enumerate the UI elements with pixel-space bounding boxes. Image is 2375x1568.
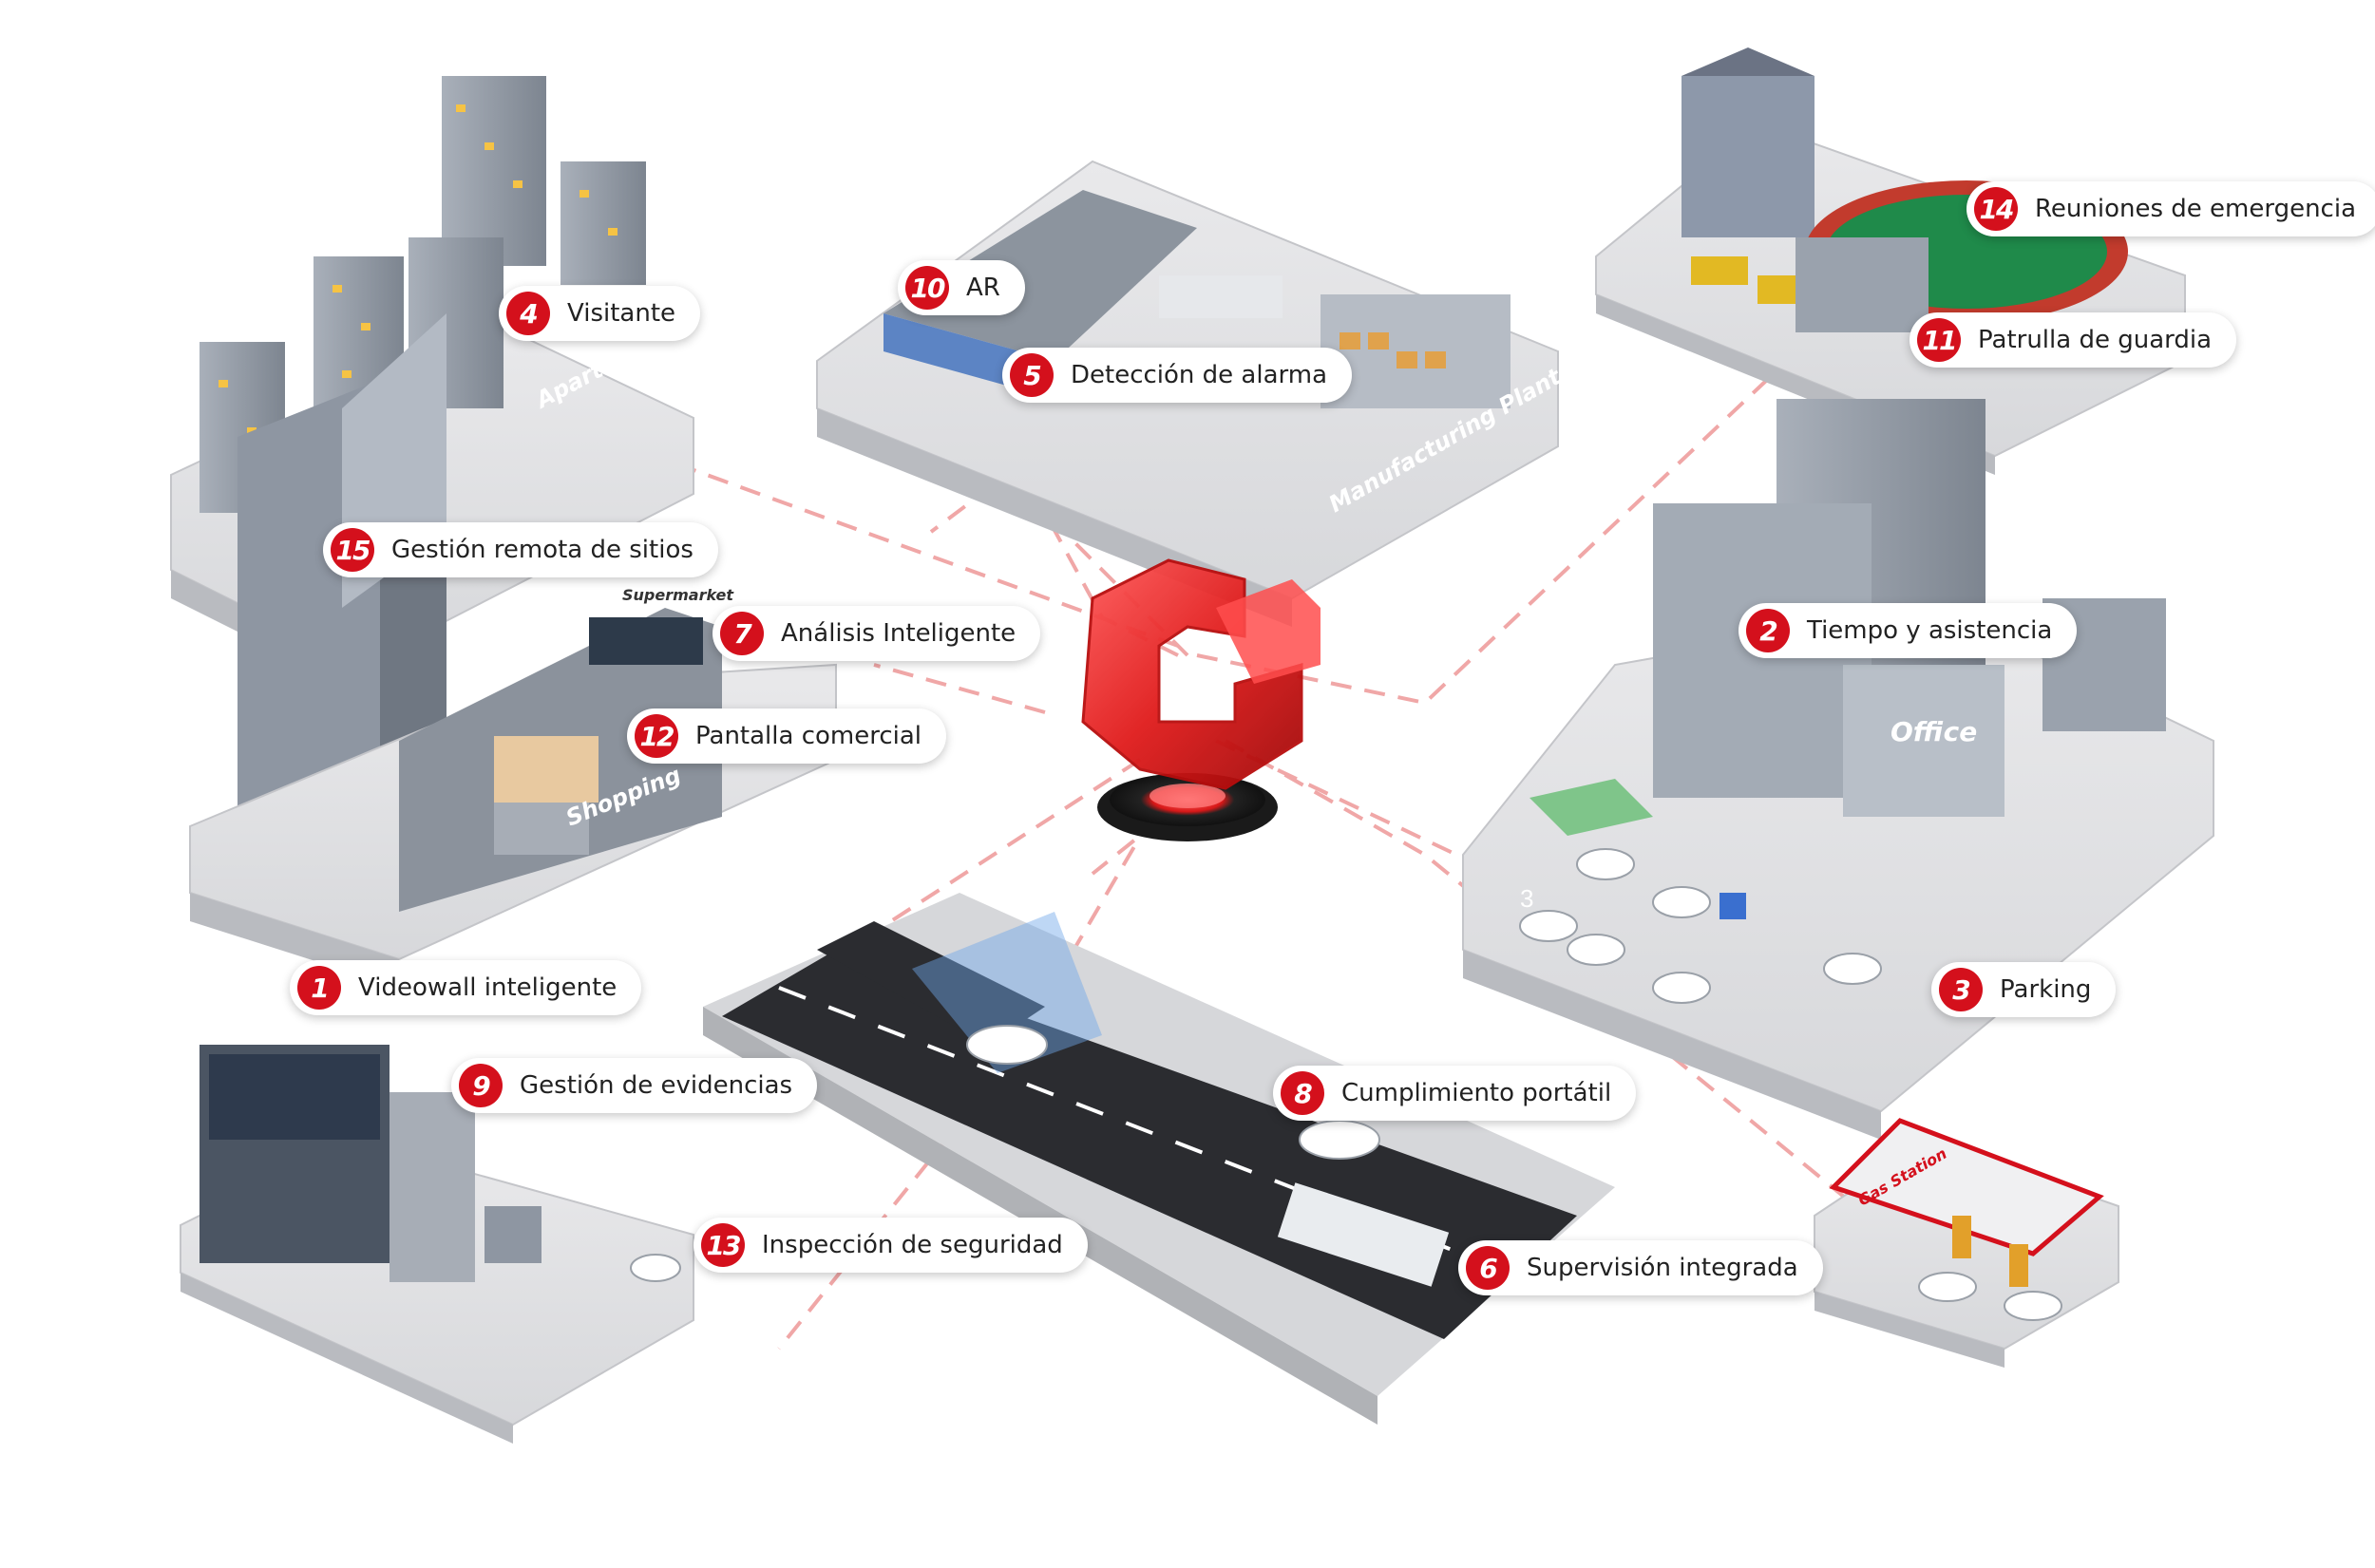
label-text: Cumplimiento portátil — [1341, 1079, 1612, 1107]
feature-label-portable-compliance[interactable]: 8 Cumplimiento portátil — [1273, 1066, 1637, 1121]
label-text: AR — [966, 274, 1000, 302]
number-badge: 9 — [459, 1064, 503, 1107]
feature-label-visitor[interactable]: 4 Visitante — [499, 286, 701, 341]
number-badge: 5 — [1010, 353, 1054, 397]
gas-station-zone: Gas Station — [1814, 1118, 2119, 1368]
number-badge: 7 — [720, 612, 764, 655]
label-text: Supervisión integrada — [1527, 1254, 1798, 1282]
number-badge: 14 — [1974, 187, 2018, 231]
feature-label-attendance[interactable]: 2 Tiempo y asistencia — [1738, 603, 2078, 658]
office-zone: Office 3 — [1462, 399, 2214, 1140]
label-text: Parking — [2000, 975, 2092, 1004]
feature-label-integrated-supervision[interactable]: 6 Supervisión integrada — [1458, 1240, 1823, 1295]
number-badge: 10 — [905, 266, 949, 310]
feature-label-parking[interactable]: 3 Parking — [1931, 962, 2117, 1017]
road-zone — [703, 893, 1615, 1425]
label-text: Visitante — [567, 299, 676, 328]
office-sign: Office — [1890, 716, 1977, 747]
feature-label-security-inspection[interactable]: 13 Inspección de seguridad — [694, 1218, 1088, 1273]
feature-label-guard-patrol[interactable]: 11 Patrulla de guardia — [1910, 312, 2237, 368]
number-badge: 11 — [1917, 318, 1961, 362]
label-text: Detección de alarma — [1071, 361, 1328, 389]
number-badge: 1 — [297, 966, 341, 1010]
command-center-zone — [180, 1045, 694, 1444]
feature-label-commercial-display[interactable]: 12 Pantalla comercial — [627, 708, 947, 764]
label-text: Tiempo y asistencia — [1807, 616, 2053, 645]
red-3d-logo-icon — [1081, 558, 1320, 841]
number-badge: 15 — [331, 528, 374, 572]
label-text: Inspección de seguridad — [762, 1231, 1063, 1259]
feature-label-remote-site-management[interactable]: 15 Gestión remota de sitios — [323, 522, 718, 577]
label-text: Reuniones de emergencia — [2035, 195, 2357, 223]
parking-slot-number: 3 — [1520, 884, 1533, 913]
number-badge: 6 — [1466, 1246, 1510, 1290]
feature-label-alarm-detection[interactable]: 5 Detección de alarma — [1002, 348, 1353, 403]
label-text: Gestión de evidencias — [520, 1071, 793, 1100]
number-badge: 8 — [1281, 1071, 1324, 1115]
number-badge: 12 — [635, 714, 678, 758]
number-badge: 4 — [506, 292, 550, 335]
feature-label-emergency-meetings[interactable]: 14 Reuniones de emergencia — [1966, 181, 2375, 236]
number-badge: 2 — [1746, 609, 1790, 652]
feature-label-smart-analysis[interactable]: 7 Análisis Inteligente — [712, 606, 1041, 661]
label-text: Análisis Inteligente — [781, 619, 1016, 648]
label-text: Pantalla comercial — [695, 722, 922, 750]
feature-label-ar[interactable]: 10 AR — [898, 260, 1025, 315]
feature-label-evidence-management[interactable]: 9 Gestión de evidencias — [451, 1058, 818, 1113]
label-text: Videowall inteligente — [358, 973, 618, 1002]
number-badge: 3 — [1939, 968, 1983, 1011]
label-text: Patrulla de guardia — [1978, 326, 2213, 354]
feature-label-videowall[interactable]: 1 Videowall inteligente — [290, 960, 642, 1015]
label-text: Gestión remota de sitios — [391, 536, 694, 564]
number-badge: 13 — [701, 1223, 745, 1267]
supermarket-sign: Supermarket — [622, 586, 734, 604]
